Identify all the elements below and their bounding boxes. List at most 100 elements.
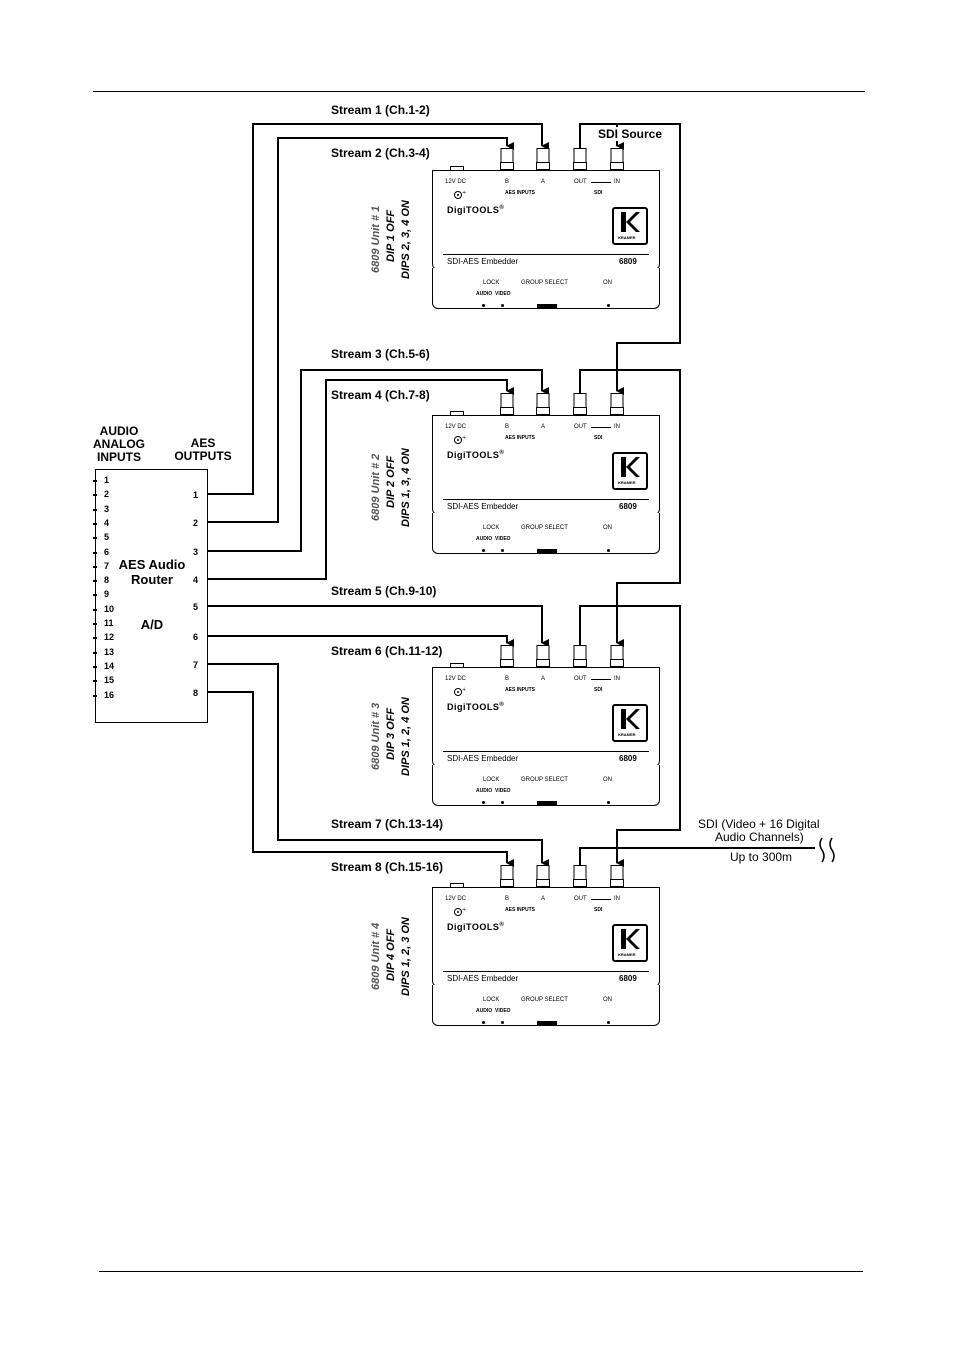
wire-stream-1 xyxy=(206,123,549,495)
router-input-tick xyxy=(93,637,97,640)
kramer-wordmark: KRAMER xyxy=(618,952,636,957)
unit-3-caption-line2: DIP 3 OFF xyxy=(385,707,397,760)
led-dot-icon xyxy=(482,549,485,552)
connector-sdi-out-icon xyxy=(573,645,587,667)
sdi-out-label: OUT xyxy=(574,676,587,682)
router-input-tick xyxy=(93,551,97,554)
connector-a-icon xyxy=(536,148,550,170)
sdi-divider xyxy=(591,679,611,680)
aes-inputs-label: AES INPUTS xyxy=(505,190,536,196)
router-subtitle: A/D xyxy=(140,617,164,632)
router-input-tick xyxy=(93,608,97,611)
video-led-label: VIDEO xyxy=(495,536,511,542)
wire-stream-8 xyxy=(206,691,514,867)
router-input-tick xyxy=(93,651,97,654)
product-name: SDI-AES Embedder xyxy=(447,257,519,266)
unit-2-caption-line1: 6809 Unit # 2 xyxy=(370,453,382,521)
router-output-2: 2 xyxy=(193,518,199,528)
router-input-tick xyxy=(93,565,97,568)
sdi-in-label: IN xyxy=(614,896,620,902)
router-input-2: 2 xyxy=(104,489,110,500)
sdi-out-label: OUT xyxy=(574,424,587,430)
body-divider xyxy=(443,971,649,972)
wire-stream-5 xyxy=(206,605,549,647)
dip-switch-icon xyxy=(537,304,557,308)
router-input-4: 4 xyxy=(104,517,110,528)
group-select-label: GROUP SELECT xyxy=(521,997,568,1003)
dc-polarity-icon: + xyxy=(453,904,466,916)
input-b-label: B xyxy=(505,424,510,430)
router-input-6: 6 xyxy=(104,546,110,557)
brand-logo: DigiTOOLS® xyxy=(447,702,504,712)
sdi-in-label: IN xyxy=(614,179,620,185)
on-label: ON xyxy=(603,280,612,286)
registered-mark: ® xyxy=(499,922,505,928)
dc-jack-icon xyxy=(450,166,464,171)
aes-outputs-header: AES OUTPUTS xyxy=(170,437,236,463)
sdi-label: SDI xyxy=(594,435,603,441)
svg-text:+: + xyxy=(462,687,466,693)
long-distance-squiggle xyxy=(819,837,835,863)
registered-mark: ® xyxy=(499,205,505,211)
brand-logo: DigiTOOLS® xyxy=(447,205,504,215)
kramer-wordmark: KRAMER xyxy=(618,235,636,240)
dc-polarity-icon: + xyxy=(453,432,466,444)
router-input-12: 12 xyxy=(104,632,115,643)
sdi-in-label: IN xyxy=(614,676,620,682)
svg-text:+: + xyxy=(462,435,466,441)
wire-stream-6 xyxy=(206,635,514,647)
led-dot-icon xyxy=(501,549,504,552)
wire-stream-4 xyxy=(206,379,514,580)
router-input-tick xyxy=(93,537,97,540)
dip-switch-icon xyxy=(537,801,557,805)
dip-switch-icon xyxy=(537,1021,557,1025)
lock-label: LOCK xyxy=(483,777,500,783)
router-input-16: 16 xyxy=(104,689,115,700)
brand-logo: DigiTOOLS® xyxy=(447,450,504,460)
video-led-label: VIDEO xyxy=(495,788,511,794)
brand-logo: DigiTOOLS® xyxy=(447,922,504,932)
lock-label: LOCK xyxy=(483,525,500,531)
stream-3-label: Stream 3 (Ch.5-6) xyxy=(331,347,430,361)
kramer-logo-icon: KRAMER xyxy=(612,704,648,742)
kramer-logo-icon: KRAMER xyxy=(612,207,648,245)
input-b-label: B xyxy=(505,179,510,185)
router-output-3: 3 xyxy=(193,547,199,557)
model-number: 6809 xyxy=(619,502,637,511)
lock-label: LOCK xyxy=(483,280,500,286)
dc-jack-icon xyxy=(450,663,464,668)
kramer-wordmark: KRAMER xyxy=(618,480,636,485)
wire-sdi-out xyxy=(579,847,815,866)
sdi-in-label: IN xyxy=(614,424,620,430)
unit-4-caption-line2: DIP 4 OFF xyxy=(385,928,397,981)
router-input-1: 1 xyxy=(104,475,110,485)
registered-mark: ® xyxy=(499,450,505,456)
unit-3-caption-line1: 6809 Unit # 3 xyxy=(370,702,382,770)
body-divider xyxy=(443,499,649,500)
input-a-label: A xyxy=(541,896,546,902)
group-select-label: GROUP SELECT xyxy=(521,777,568,783)
audio-led-label: AUDIO xyxy=(476,536,493,542)
product-name: SDI-AES Embedder xyxy=(447,974,519,983)
stream-1-label: Stream 1 (Ch.1-2) xyxy=(331,103,430,117)
wire-stream-3 xyxy=(206,369,549,552)
router-title: AES Audio Router xyxy=(118,557,186,587)
kramer-logo-icon: KRAMER xyxy=(612,452,648,490)
unit-1-caption-line1: 6809 Unit # 1 xyxy=(370,205,382,273)
unit-1-caption-line3: DIPS 2, 3, 4 ON xyxy=(400,200,412,279)
body-divider xyxy=(443,254,649,255)
aes-inputs-label: AES INPUTS xyxy=(505,907,536,913)
led-dot-icon xyxy=(501,1021,504,1024)
connector-b-icon xyxy=(500,865,514,887)
router-input-tick xyxy=(93,694,97,697)
product-name: SDI-AES Embedder xyxy=(447,754,519,763)
stream-6-label: Stream 6 (Ch.11-12) xyxy=(331,644,443,658)
sdi-divider xyxy=(591,427,611,428)
unit-4-caption-line1: 6809 Unit # 4 xyxy=(370,922,382,990)
